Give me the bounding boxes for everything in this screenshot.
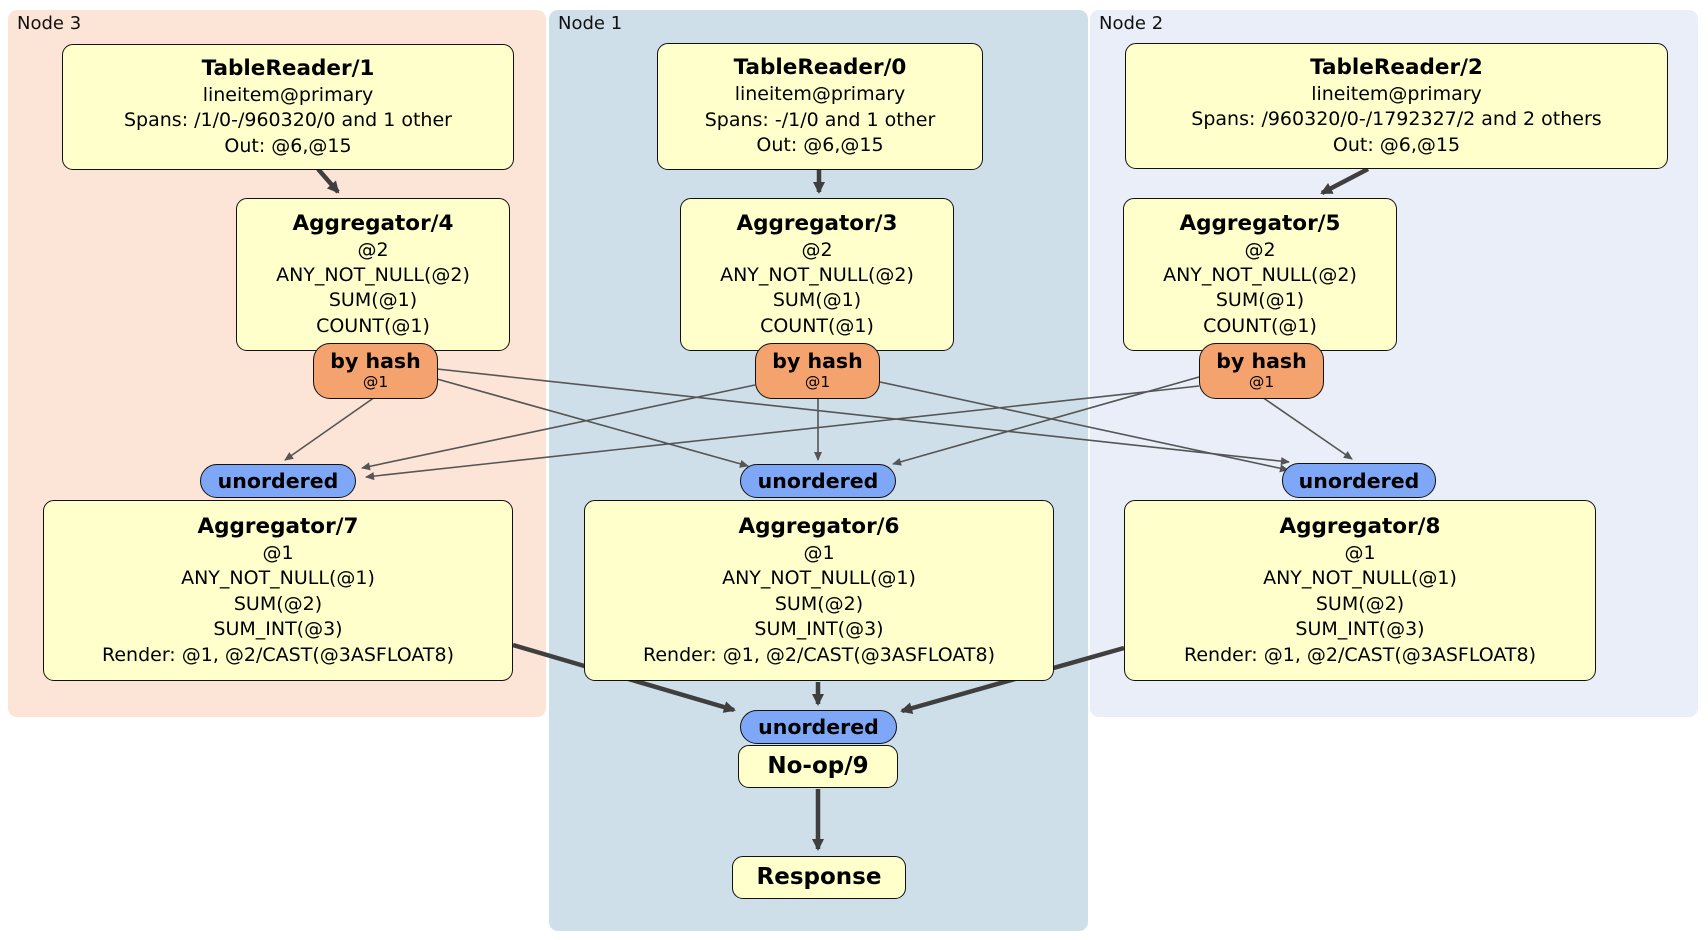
tablereader-2-box: TableReader/2 lineitem@primary Spans: /9…: [1125, 43, 1668, 169]
edge-hash4-sync6: [436, 378, 749, 468]
processor-line: lineitem@primary: [734, 83, 906, 106]
unordered-sync-agg8: unordered: [1282, 463, 1436, 498]
processor-line: Spans: /1/0-/960320/0 and 1 other: [124, 109, 452, 132]
processor-line: Render: @1, @2/CAST(@3ASFLOAT8): [102, 643, 454, 666]
processor-line: Render: @1, @2/CAST(@3ASFLOAT8): [643, 643, 995, 666]
processor-line: lineitem@primary: [202, 83, 374, 106]
by-hash-router-3: by hash @1: [755, 343, 880, 399]
edge-tr2-agg5: [1320, 167, 1370, 195]
unordered-sync-noop: unordered: [740, 710, 897, 744]
router-detail: @1: [804, 373, 831, 392]
node1-label: Node 1: [558, 13, 623, 34]
unordered-sync-agg7: unordered: [200, 464, 356, 498]
router-detail: @1: [362, 373, 389, 392]
edge-hash5-sync7: [365, 385, 1200, 481]
processor-line: SUM(@1): [328, 289, 418, 312]
sync-label: unordered: [758, 715, 879, 739]
edge-hash4-sync8: [436, 368, 1290, 466]
aggregator-6-box: Aggregator/6 @1 ANY_NOT_NULL(@1) SUM(@2)…: [584, 500, 1054, 681]
noop-9-box: No-op/9: [738, 745, 898, 788]
node2-label: Node 2: [1099, 13, 1164, 34]
edge-tr1-agg4: [316, 167, 340, 194]
processor-line: SUM_INT(@3): [1295, 618, 1425, 641]
processor-line: Spans: /960320/0-/1792327/2 and 2 others: [1191, 108, 1602, 131]
tablereader-0-box: TableReader/0 lineitem@primary Spans: -/…: [657, 43, 983, 170]
aggregator-8-box: Aggregator/8 @1 ANY_NOT_NULL(@1) SUM(@2)…: [1124, 500, 1596, 681]
processor-line: Out: @6,@15: [1332, 133, 1461, 156]
edge-hash5-sync8: [1261, 396, 1353, 460]
processor-line: @2: [801, 238, 833, 261]
processor-line: ANY_NOT_NULL(@2): [1163, 264, 1357, 287]
processor-line: SUM_INT(@3): [213, 618, 343, 641]
sync-label: unordered: [1298, 468, 1420, 493]
processor-line: SUM(@2): [1315, 592, 1405, 615]
processor-line: SUM(@1): [772, 289, 862, 312]
processor-line: Render: @1, @2/CAST(@3ASFLOAT8): [1184, 643, 1536, 666]
by-hash-router-4: by hash @1: [313, 343, 438, 399]
processor-line: ANY_NOT_NULL(@1): [181, 567, 375, 590]
edge-hash3-sync8: [879, 381, 1289, 473]
processor-line: @2: [357, 238, 389, 261]
processor-title: Aggregator/7: [197, 513, 359, 539]
processor-title: No-op/9: [767, 752, 869, 779]
processor-line: COUNT(@1): [760, 314, 874, 337]
processor-title: TableReader/1: [201, 55, 375, 81]
response-box: Response: [732, 856, 906, 899]
processor-line: SUM(@2): [233, 592, 323, 615]
edge-hash3-sync7: [361, 384, 756, 471]
aggregator-4-box: Aggregator/4 @2 ANY_NOT_NULL(@2) SUM(@1)…: [236, 198, 510, 351]
processor-line: Out: @6,@15: [224, 134, 352, 157]
processor-line: ANY_NOT_NULL(@2): [720, 264, 914, 287]
aggregator-3-box: Aggregator/3 @2 ANY_NOT_NULL(@2) SUM(@1)…: [680, 198, 954, 351]
processor-line: ANY_NOT_NULL(@1): [1263, 567, 1457, 590]
router-label: by hash: [1216, 348, 1307, 373]
aggregator-5-box: Aggregator/5 @2 ANY_NOT_NULL(@2) SUM(@1)…: [1123, 198, 1397, 351]
sync-label: unordered: [757, 469, 879, 493]
processor-title: Response: [756, 863, 882, 890]
processor-line: lineitem@primary: [1311, 82, 1482, 105]
processor-line: @2: [1244, 238, 1276, 261]
processor-line: SUM(@1): [1215, 289, 1305, 312]
processor-title: Aggregator/8: [1279, 513, 1441, 539]
processor-title: Aggregator/6: [738, 513, 900, 539]
router-detail: @1: [1248, 373, 1275, 392]
processor-title: Aggregator/3: [736, 210, 898, 236]
processor-line: ANY_NOT_NULL(@1): [722, 567, 916, 590]
processor-line: @1: [1344, 541, 1376, 564]
processor-title: TableReader/0: [733, 55, 907, 81]
unordered-sync-agg6: unordered: [740, 464, 896, 498]
node3-label: Node 3: [17, 13, 82, 34]
processor-line: SUM_INT(@3): [754, 618, 884, 641]
processor-line: @1: [803, 541, 835, 564]
processor-line: COUNT(@1): [1203, 314, 1317, 337]
processor-line: ANY_NOT_NULL(@2): [276, 264, 470, 287]
processor-title: Aggregator/4: [292, 210, 454, 236]
processor-title: Aggregator/5: [1179, 210, 1341, 236]
processor-line: COUNT(@1): [316, 314, 430, 337]
tablereader-1-box: TableReader/1 lineitem@primary Spans: /1…: [62, 44, 514, 170]
router-label: by hash: [772, 348, 863, 373]
processor-line: Spans: -/1/0 and 1 other: [704, 108, 936, 131]
aggregator-7-box: Aggregator/7 @1 ANY_NOT_NULL(@1) SUM(@2)…: [43, 500, 513, 681]
processor-line: @1: [262, 541, 294, 564]
by-hash-router-5: by hash @1: [1199, 343, 1324, 399]
processor-title: TableReader/2: [1310, 54, 1483, 80]
router-label: by hash: [330, 348, 421, 373]
sync-label: unordered: [217, 469, 339, 493]
edge-hash5-sync6: [892, 376, 1200, 466]
processor-line: SUM(@2): [774, 592, 864, 615]
processor-line: Out: @6,@15: [756, 134, 884, 157]
edge-hash4-sync7: [284, 396, 376, 461]
